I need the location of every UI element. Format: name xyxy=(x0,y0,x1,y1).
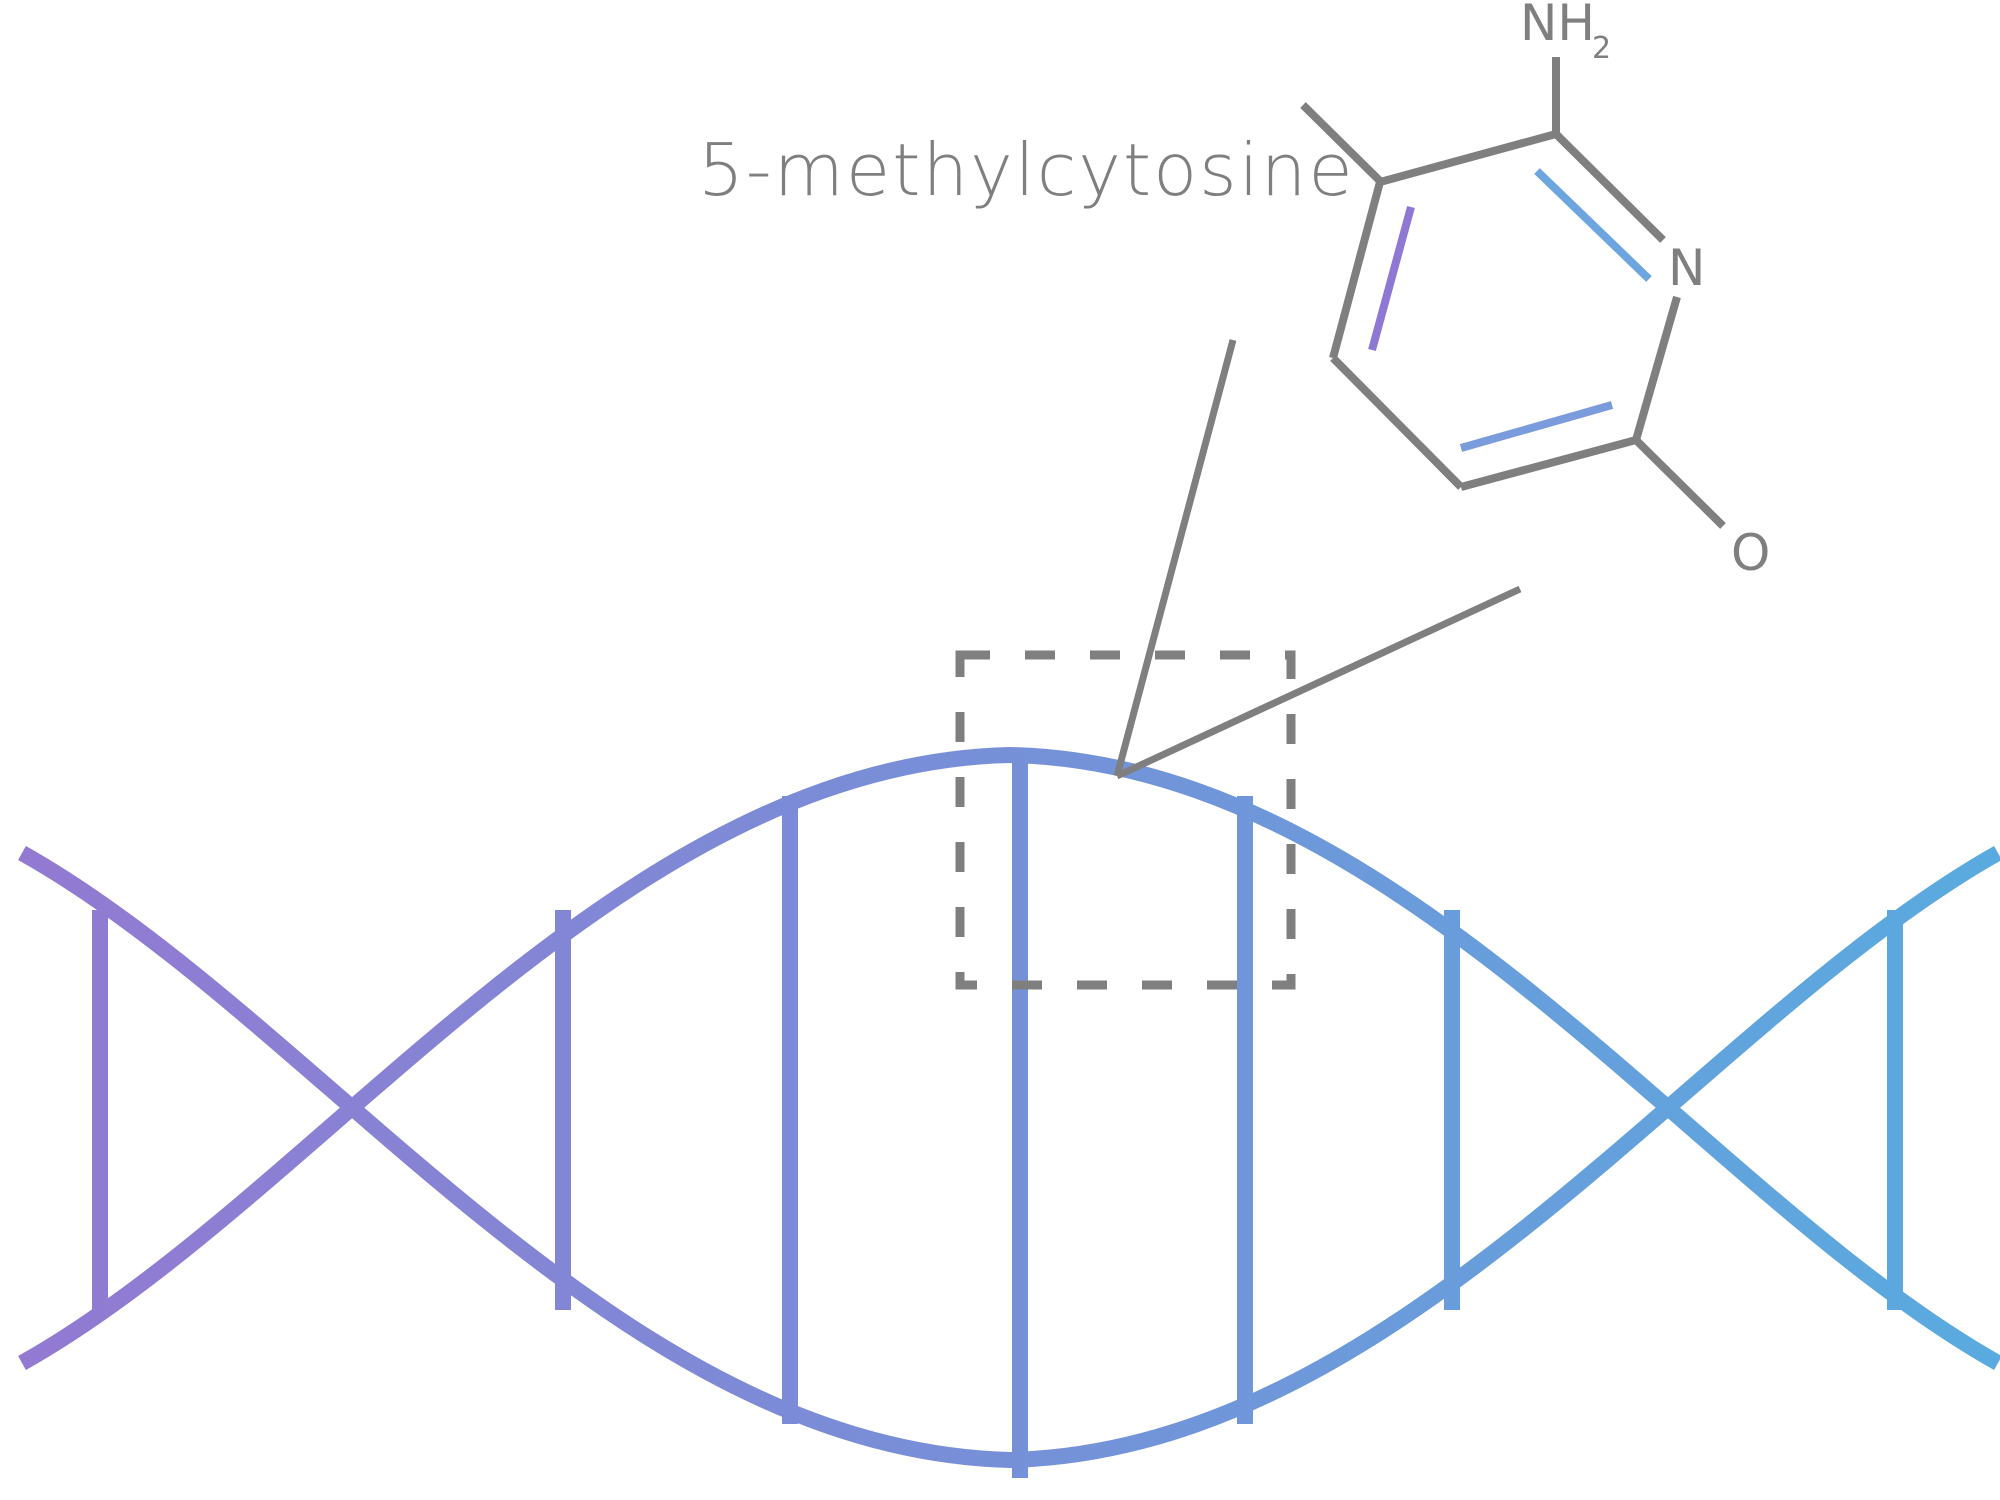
double-bond-inner xyxy=(1459,401,1614,452)
double-bond-inner xyxy=(1368,205,1415,352)
oxygen-label: O xyxy=(1731,524,1770,582)
dna-backbone-strand-2 xyxy=(18,746,2000,1370)
ring-nitrogen-label: N xyxy=(1668,239,1705,297)
callout-line xyxy=(1113,339,1237,777)
ring-bond xyxy=(1329,180,1384,360)
dna-helix xyxy=(18,746,2000,1478)
base-pair-rungs xyxy=(92,760,1903,1478)
callout-lines xyxy=(1113,339,1522,780)
5-methylcytosine-molecule xyxy=(1300,57,1726,529)
ring-bond xyxy=(1632,295,1681,442)
dna-backbone-strand-1 xyxy=(18,846,2000,1469)
ring-bond xyxy=(1553,131,1666,243)
molecule-label: 5-methylcytosine xyxy=(698,128,1355,212)
carbonyl-bond xyxy=(1633,437,1726,529)
ring-bond xyxy=(1330,355,1464,490)
molecule-bonds xyxy=(1300,57,1726,529)
ring-bond xyxy=(1378,130,1558,186)
ring-bond xyxy=(1459,436,1638,491)
callout-line xyxy=(1115,585,1522,780)
double-bond-inner xyxy=(1534,168,1652,282)
amine-subscript: 2 xyxy=(1592,31,1611,66)
methyl-bond xyxy=(1300,102,1385,186)
amine-label: NH xyxy=(1520,0,1595,52)
